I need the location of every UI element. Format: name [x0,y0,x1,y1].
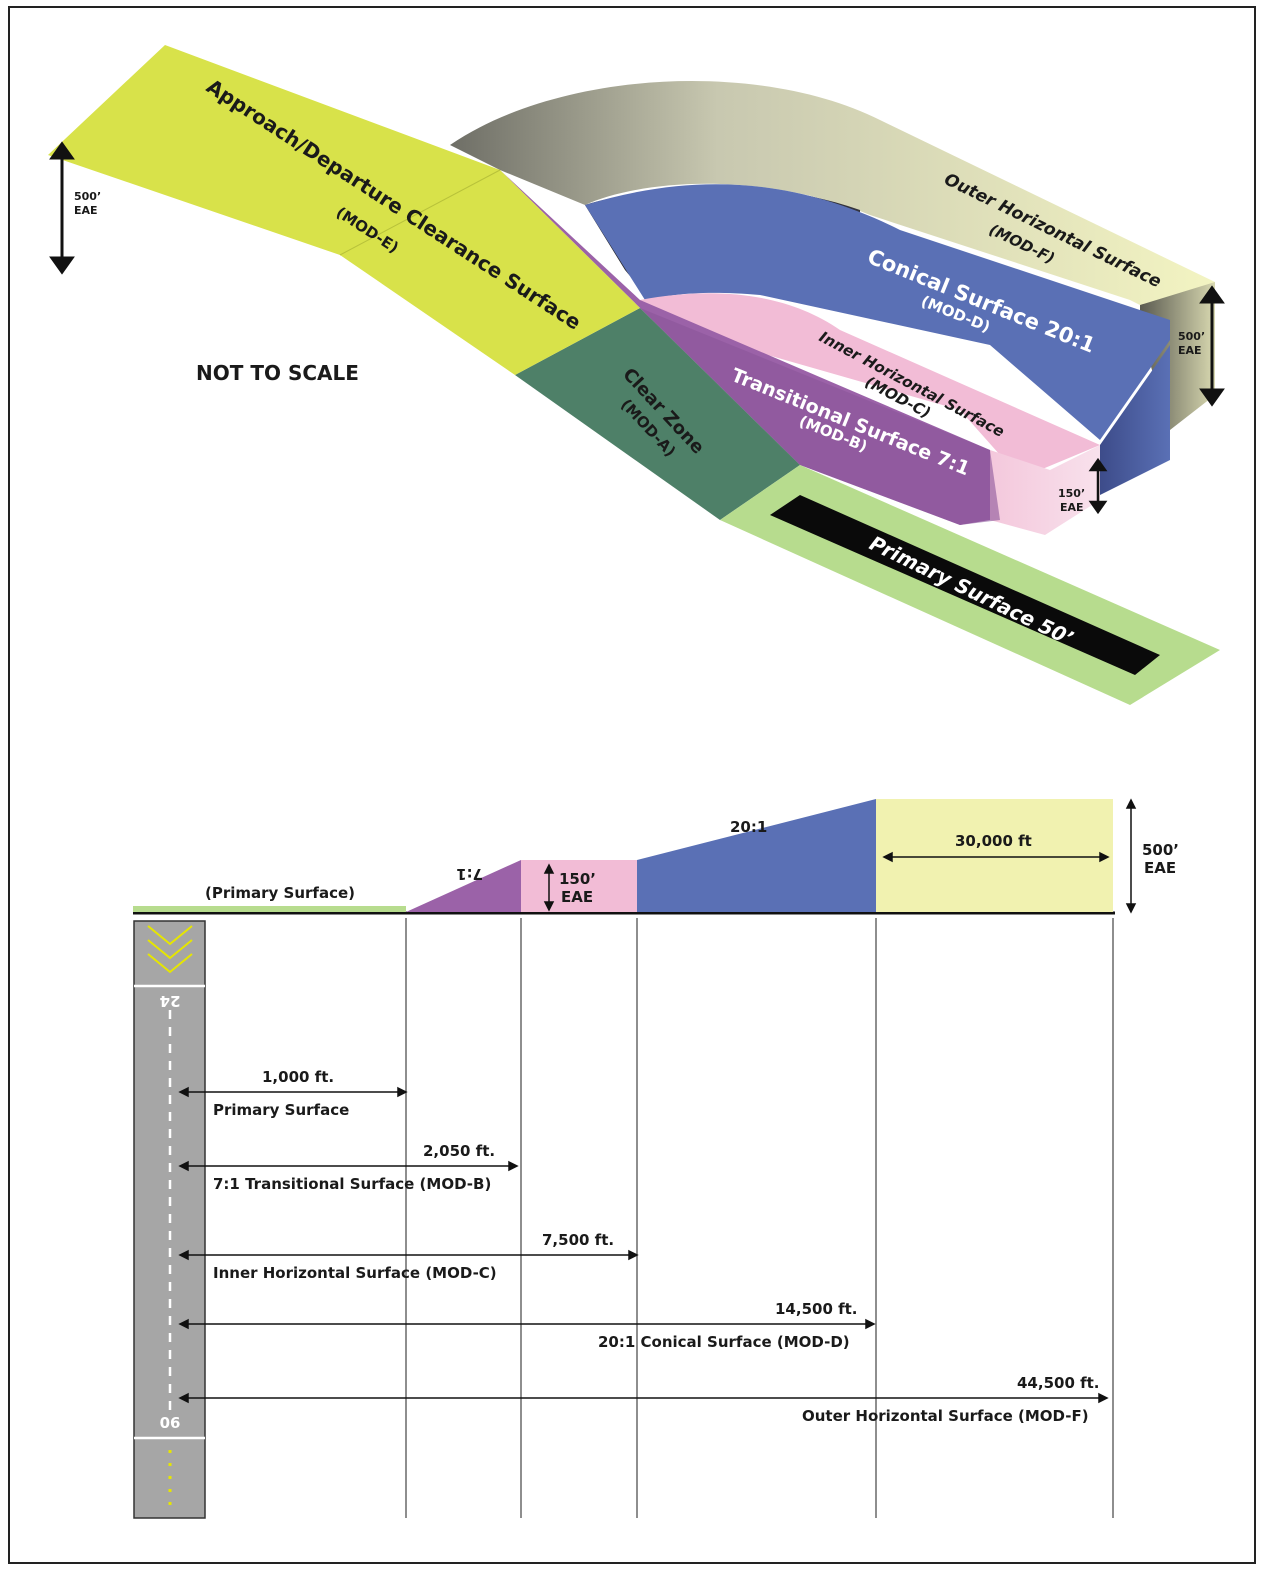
inner-height-value: 150’ [1058,487,1085,500]
runway [133,920,206,1519]
section-slope-71: 7:1 [456,865,483,883]
runway-chevrons [147,925,193,974]
section-inner-unit: EAE [561,888,593,906]
section-outer [876,799,1113,912]
distance-transitional-value: 2,050 ft. [423,1142,495,1160]
inner-height-unit: EAE [1060,501,1084,514]
conical-surface [585,184,1170,440]
section-outer-unit: EAE [1144,859,1176,877]
distance-outer-value: 44,500 ft. [1017,1374,1100,1392]
approach-fold-line [339,169,501,256]
distance-inner-name: Inner Horizontal Surface (MOD-C) [213,1264,497,1282]
section-inner-height: 150’ [559,870,596,888]
left-height-unit: EAE [74,204,98,217]
not-to-scale-label: NOT TO SCALE [196,361,359,385]
figure-frame [8,6,1256,1564]
approach-departure-surface [48,45,640,375]
inner-height-arrow [1088,457,1108,515]
distance-arrows [178,1086,1109,1404]
section-transitional [406,860,521,912]
distance-inner-value: 7,500 ft. [542,1231,614,1249]
section-conical [637,799,876,912]
right-height-arrow [1199,285,1225,407]
outer-horizontal-surface [450,81,1215,320]
distance-outer-name: Outer Horizontal Surface (MOD-F) [802,1407,1089,1425]
section-outer-width-arrow [882,851,1110,863]
right-height-value: 500’ [1178,330,1205,343]
left-height-value: 500’ [74,190,101,203]
distance-conical-value: 14,500 ft. [775,1300,858,1318]
transitional-lower [640,308,1000,525]
section-outer-height: 500’ [1142,841,1179,859]
section-outer-width: 30,000 ft [955,832,1032,850]
runway-end-06: 06 [160,1414,181,1432]
guide-lines [405,918,1114,1518]
runway-end-24: 24 [160,992,181,1010]
distance-transitional-name: 7:1 Transitional Surface (MOD-B) [213,1175,491,1193]
section-inner-arrow [543,863,555,912]
distance-primary-name: Primary Surface [213,1101,349,1119]
inner-horizontal-surface [640,293,1100,470]
section-primary [133,906,406,912]
inner-horizontal-front [990,445,1100,535]
distance-conical-name: 20:1 Conical Surface (MOD-D) [598,1333,850,1351]
clear-zone [515,308,800,520]
section-inner [521,860,637,912]
section-slope-201: 20:1 [730,818,767,836]
conical-front-face [1100,345,1170,495]
primary-surface-runway [770,495,1160,675]
distance-primary-value: 1,000 ft. [262,1068,334,1086]
right-height-unit: EAE [1178,344,1202,357]
section-primary-label: (Primary Surface) [205,884,355,902]
left-height-arrow [49,141,75,275]
section-outer-height-arrow [1125,798,1137,914]
